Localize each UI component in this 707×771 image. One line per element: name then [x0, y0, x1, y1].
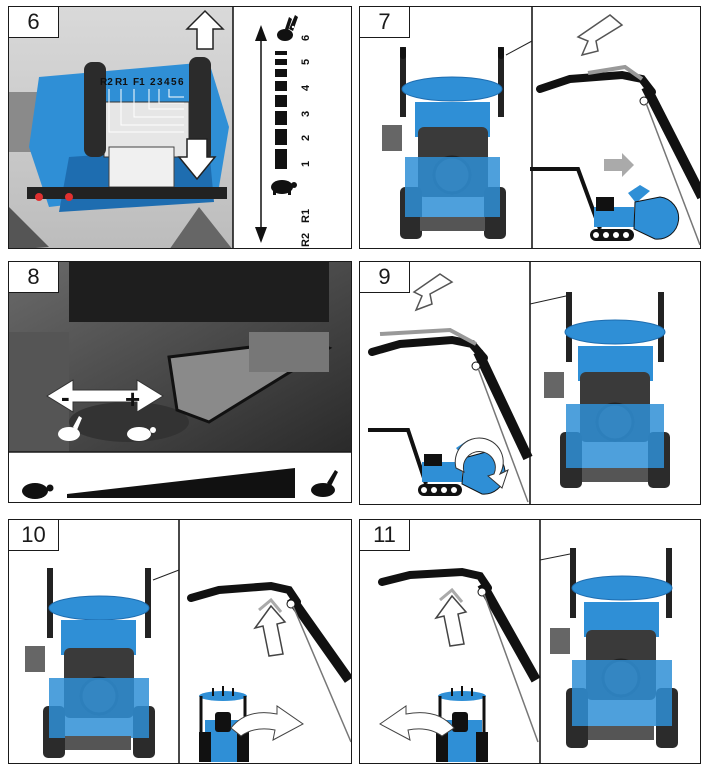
label-2: 2 [150, 77, 156, 88]
label-r2: R2 [100, 77, 113, 88]
panel-8: 8 - + [8, 261, 352, 503]
label-4: 4 [164, 77, 170, 88]
hare-icon [311, 470, 338, 497]
panel-10-number: 10 [9, 520, 59, 551]
label-6: 6 [178, 77, 184, 88]
panel-11: 11 [359, 519, 701, 764]
turtle-icon [22, 483, 54, 499]
panel-9: 9 [359, 261, 701, 505]
panel-6-photo: R2 R1 F1 2 3 4 5 6 [9, 7, 312, 248]
panel-11-number: 11 [360, 520, 410, 551]
gear-r2: R2 [300, 233, 312, 247]
panel-8-number: 8 [9, 262, 59, 293]
snowblower-illustration [382, 47, 506, 239]
minus-sign: - [61, 382, 70, 412]
panel-10: 10 [8, 519, 352, 764]
gear-r1: R1 [300, 209, 312, 223]
label-5: 5 [171, 77, 177, 88]
gear-4: 4 [300, 84, 312, 91]
panel-7-number: 7 [360, 7, 410, 38]
lever-labels: R2 R1 F1 2 3 4 5 6 [100, 77, 184, 88]
panel-9-drawing [368, 262, 670, 504]
snowblower-illustration [544, 292, 670, 488]
panel-7-drawing [382, 7, 700, 248]
panel-11-drawing [378, 520, 678, 763]
snowblower-illustration [550, 548, 678, 748]
label-3: 3 [157, 77, 163, 88]
turtle-icon-small [127, 427, 156, 441]
gear-3: 3 [300, 111, 312, 117]
label-r1: R1 [115, 77, 128, 88]
hare-icon-small [58, 416, 82, 441]
panel-7: 7 [359, 6, 701, 249]
speed-wedge [67, 468, 295, 498]
gear-6: 6 [300, 35, 312, 41]
label-f1: F1 [133, 77, 145, 88]
gear-scale: 6 5 4 3 2 1 R1 R2 [300, 35, 312, 247]
auger-rotate-icon [368, 428, 509, 496]
hare-icon [277, 15, 298, 41]
turn-left-icon [379, 686, 488, 762]
panel-6-number: 6 [9, 7, 59, 38]
panel-9-number: 9 [360, 262, 410, 293]
gear-1: 1 [300, 161, 312, 167]
forward-direction-icon [530, 153, 680, 241]
panel-10-drawing [25, 520, 351, 763]
panel-6: 6 R2 [8, 6, 352, 249]
gear-5: 5 [300, 59, 312, 65]
turtle-icon [271, 180, 297, 195]
gear-2: 2 [300, 135, 312, 141]
adjust-double-arrow: - + [46, 379, 164, 414]
panel-8-photo: - + [9, 262, 351, 502]
snowblower-illustration [25, 568, 155, 758]
plus-sign: + [125, 384, 140, 414]
speed-ladder [275, 51, 287, 169]
turn-right-icon [199, 686, 304, 762]
